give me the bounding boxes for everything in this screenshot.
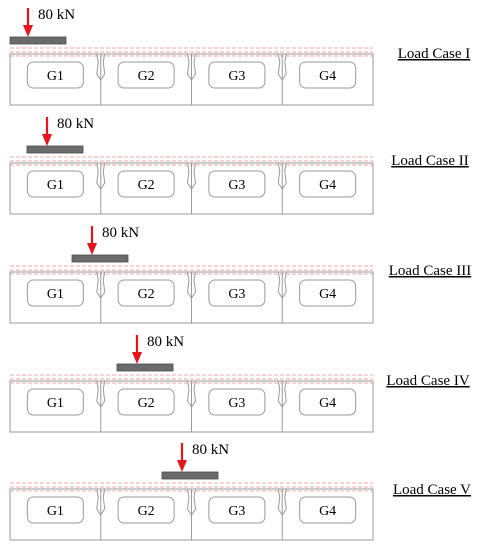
force-label: 80 kN [147, 334, 184, 350]
load-arrow-head [42, 134, 52, 146]
girder-label: G3 [228, 69, 245, 84]
load-pad [161, 471, 219, 480]
girder-label: G2 [138, 178, 155, 193]
shear-key [277, 162, 287, 190]
girder-void [26, 170, 84, 198]
load-case-label: Load Case IV [386, 373, 469, 389]
girder-label: G4 [319, 287, 336, 302]
girder-void [117, 388, 175, 416]
shear-key [96, 380, 106, 408]
girder-label: G4 [319, 69, 336, 84]
girder-label: G3 [228, 504, 245, 519]
load-pad [116, 363, 174, 372]
girder-label: G2 [138, 287, 155, 302]
load-pad [9, 36, 67, 45]
force-label: 80 kN [192, 442, 229, 458]
girder-void [117, 496, 175, 524]
shear-key [186, 162, 197, 190]
girder-label: G1 [47, 396, 64, 411]
girder-label: G1 [47, 504, 64, 519]
load-case-4: G1 G2 G3 G4 80 kN Load Case IV [9, 334, 470, 433]
girder-void [117, 279, 175, 307]
shear-key [277, 53, 287, 81]
load-case-5: G1 G2 G3 G4 80 kN Load Case V [9, 442, 471, 541]
shear-key [96, 53, 106, 81]
girder-label: G4 [319, 504, 336, 519]
girder-label: G2 [138, 69, 155, 84]
girder-label: G2 [138, 396, 155, 411]
load-arrow-head [132, 352, 142, 364]
load-case-label: Load Case V [393, 482, 471, 498]
force-label: 80 kN [102, 225, 139, 241]
girder-label: G4 [319, 396, 336, 411]
girder-label: G4 [319, 178, 336, 193]
shear-key [186, 380, 197, 408]
load-case-2: G1 G2 G3 G4 80 kN Load Case II [9, 116, 469, 215]
girder-label: G3 [228, 178, 245, 193]
girder-label: G1 [47, 178, 64, 193]
shear-key [96, 162, 106, 190]
shear-key [96, 488, 106, 516]
girder-label: G1 [47, 69, 64, 84]
load-case-label: Load Case II [391, 153, 468, 169]
girder-void [208, 170, 266, 198]
girder-void [117, 170, 175, 198]
girder-label: G1 [47, 287, 64, 302]
girder-void [208, 279, 266, 307]
girder-void [208, 61, 266, 89]
girder-label: G2 [138, 504, 155, 519]
girder-void [299, 170, 357, 198]
shear-key [277, 380, 287, 408]
shear-key [277, 271, 287, 299]
girder-void [299, 61, 357, 89]
girder-void [26, 496, 84, 524]
force-label: 80 kN [57, 116, 94, 132]
load-arrow-head [23, 25, 33, 37]
load-arrow-head [87, 243, 97, 255]
girder-void [299, 496, 357, 524]
shear-key [186, 488, 197, 516]
load-case-1: G1 G2 G3 G4 80 kN Load Case I [9, 7, 470, 106]
girder-label: G3 [228, 287, 245, 302]
girder-void [299, 279, 357, 307]
load-pad [71, 254, 129, 263]
girder-void [117, 61, 175, 89]
shear-key [96, 271, 106, 299]
shear-key [186, 53, 197, 81]
load-case-label: Load Case I [398, 46, 470, 62]
load-case-label: Load Case III [389, 263, 471, 279]
girder-void [299, 388, 357, 416]
girder-void [26, 61, 84, 89]
load-case-3: G1 G2 G3 G4 80 kN Load Case III [9, 225, 471, 324]
load-arrow-head [177, 460, 187, 472]
shear-key [186, 271, 197, 299]
force-label: 80 kN [38, 7, 75, 23]
girder-label: G3 [228, 396, 245, 411]
girder-void [26, 388, 84, 416]
shear-key [277, 488, 287, 516]
girder-void [26, 279, 84, 307]
girder-void [208, 388, 266, 416]
load-pad [26, 145, 84, 154]
girder-void [208, 496, 266, 524]
